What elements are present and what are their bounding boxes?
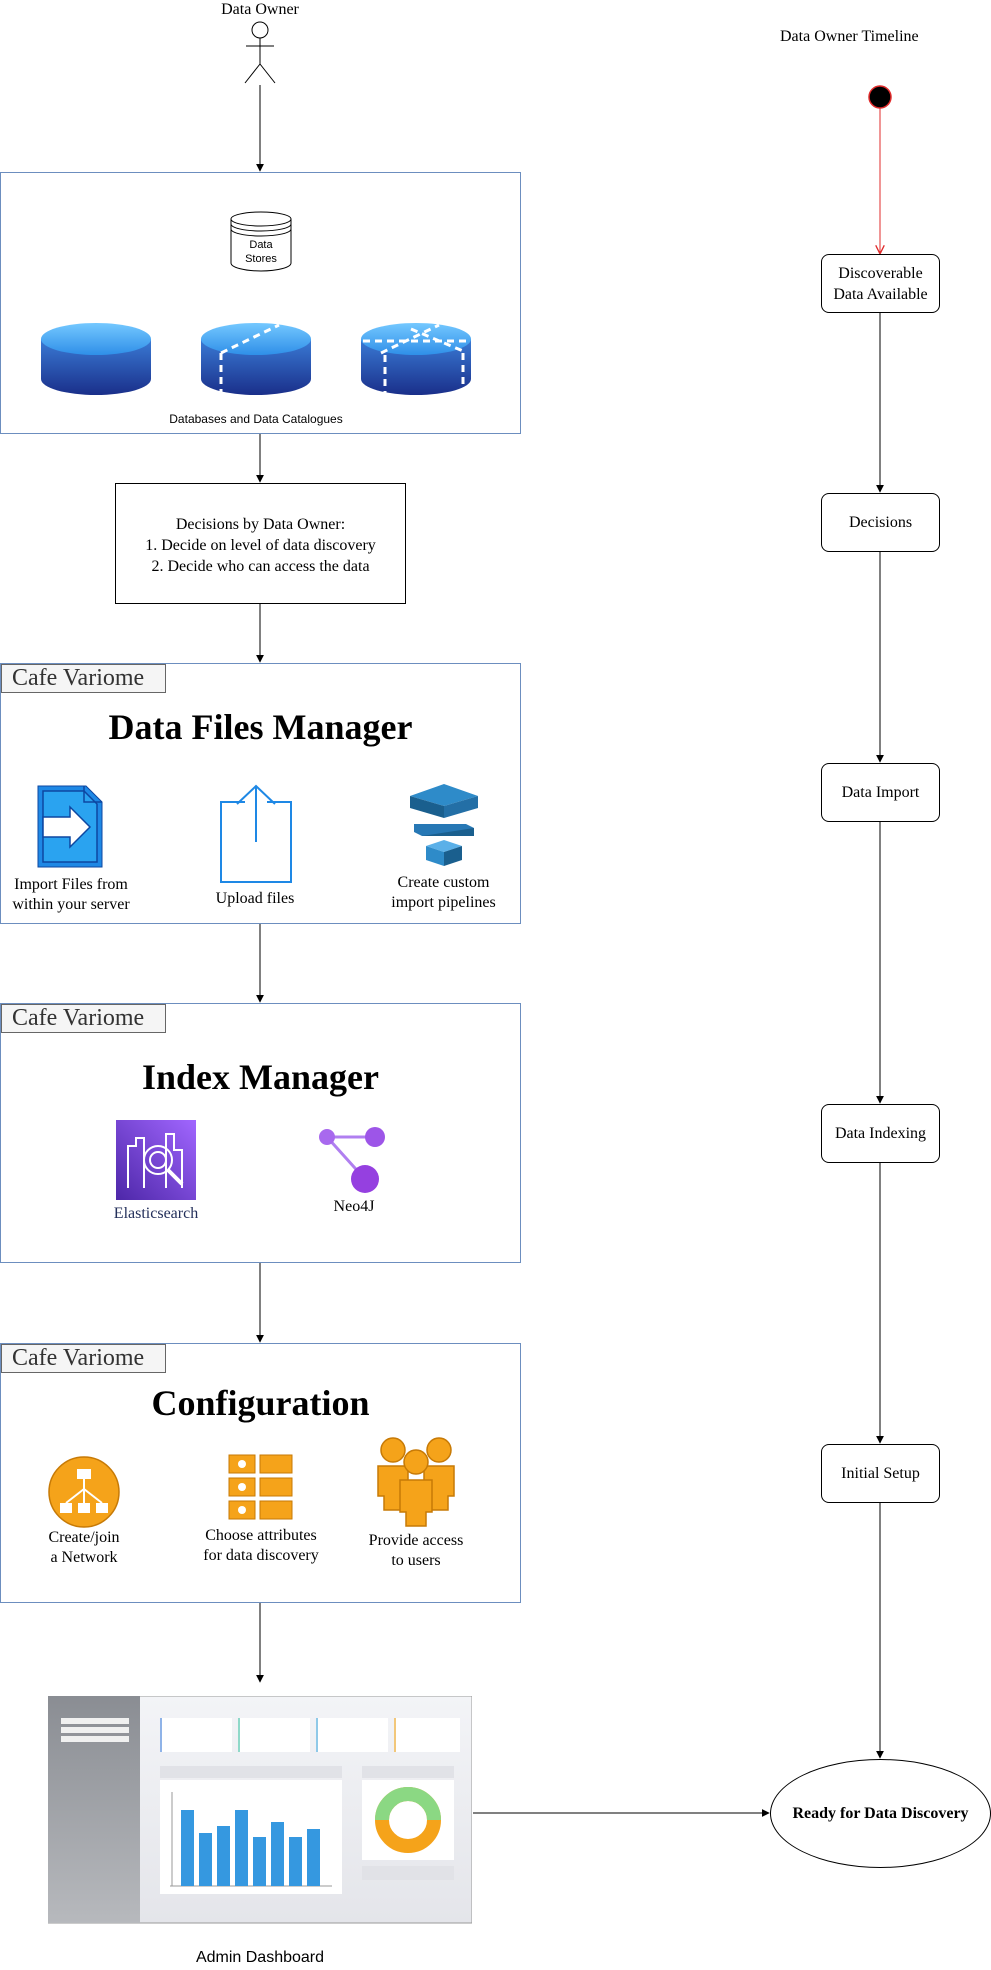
decisions-box: Decisions by Data Owner: 1. Decide on le… [115,483,406,604]
database-partitioned-icon [201,323,311,395]
item-label: Create/join a Network [48,1529,120,1566]
database-sharded-icon [361,323,471,395]
database-icon [41,323,151,395]
elasticsearch-icon [116,1120,196,1200]
item-label: Neo4J [333,1198,375,1215]
timeline-final-label: Ready for Data Discovery [792,1804,969,1822]
decision-item: 1. Decide on level of data discovery [145,537,376,554]
users-icon [377,1437,455,1527]
network-icon [48,1456,120,1528]
item-label: Import Files from within your server [12,876,130,913]
files-manager-panel: Cafe Variome Data Files Manager Import F… [0,663,521,924]
timeline-step-box: Discoverable Data Available [821,254,940,313]
timeline-step-box: Initial Setup [821,1444,940,1503]
admin-dashboard-illustration [48,1696,472,1924]
decision-item: 2. Decide who can access the data [151,558,370,575]
data-stores-icon [230,211,292,272]
upload-icon [220,784,292,883]
panel-title: Data Files Manager [108,707,413,747]
actor-icon [244,21,276,84]
decisions-title: Decisions by Data Owner: [175,516,346,533]
timeline-final-ellipse: Ready for Data Discovery [770,1759,991,1868]
databases-panel: Data Stores Databases and Data Catalogue… [0,172,521,434]
panel-title: Configuration [151,1383,370,1423]
item-label: Create custom import pipelines [391,874,496,911]
timeline-step-box: Decisions [821,493,940,552]
timeline-title: Data Owner Timeline [780,28,919,45]
item-label: Upload files [215,890,295,907]
index-manager-panel: Cafe Variome Index Manager Elasticsearch… [0,1003,521,1263]
panel-title: Index Manager [142,1057,379,1097]
timeline-start-node [868,85,892,109]
pipeline-stack-icon [410,784,478,866]
item-label: Elasticsearch [113,1205,199,1222]
item-label: Choose attributes for data discovery [203,1527,319,1564]
cafe-variome-tab: Cafe Variome [1,1004,166,1033]
attributes-icon [228,1454,293,1520]
cafe-variome-tab: Cafe Variome [1,664,166,693]
configuration-panel: Cafe Variome Configuration Create/join a… [0,1343,521,1603]
timeline-step-box: Data Indexing [821,1104,940,1163]
timeline-step-box: Data Import [821,763,940,822]
item-label: Provide access to users [368,1532,464,1569]
databases-caption: Databases and Data Catalogues [169,412,343,426]
actor-label: Data Owner [221,1,299,18]
cafe-variome-tab: Cafe Variome [1,1344,166,1373]
file-import-icon [37,785,103,868]
data-stores-label: Data Stores [245,239,277,265]
neo4j-icon [319,1127,385,1193]
dashboard-label: Admin Dashboard [195,1949,325,1966]
